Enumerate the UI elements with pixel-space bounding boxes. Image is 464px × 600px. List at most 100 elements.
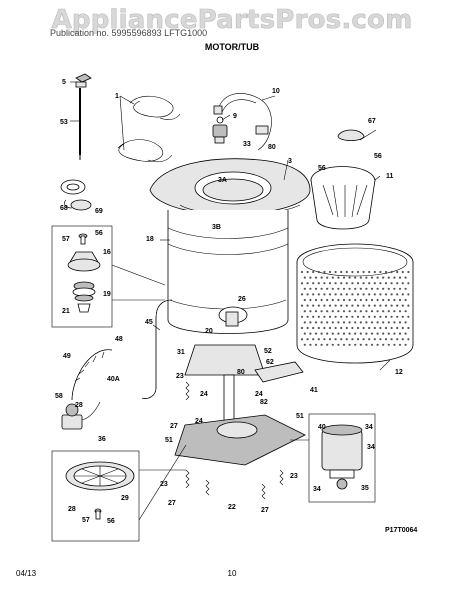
part-10-harness xyxy=(213,93,272,151)
perforation-hole xyxy=(398,332,402,335)
perforation-hole xyxy=(309,343,312,346)
perforation-hole xyxy=(314,287,318,290)
callout-23-c: 23 xyxy=(290,473,298,480)
perforation-hole xyxy=(320,298,323,302)
header-line: Publication no. 5995596893 LFTG1000 xyxy=(50,28,207,38)
perforation-hole xyxy=(401,315,404,318)
perforation-hole xyxy=(348,287,351,290)
callout-1: 1 xyxy=(115,93,119,100)
perforation-hole xyxy=(312,338,315,341)
perforation-hole xyxy=(303,343,306,346)
perforation-hole xyxy=(312,315,315,318)
perforation-hole xyxy=(300,315,304,318)
part-68-69-rings xyxy=(60,179,92,211)
perforation-hole xyxy=(365,343,368,346)
perforation-hole xyxy=(359,343,362,346)
perforation-hole xyxy=(359,276,362,279)
perforation-hole xyxy=(334,315,337,318)
callout-23-b: 23 xyxy=(160,481,168,488)
perforation-hole xyxy=(384,315,388,318)
perforation-hole xyxy=(362,304,365,307)
callout-51-b: 51 xyxy=(296,413,304,420)
perforation-hole xyxy=(368,282,371,285)
inset-agitator-parts xyxy=(51,225,113,328)
perforation-hole xyxy=(368,326,371,330)
perforation-hole xyxy=(328,338,332,341)
watermark-text: AppliancePartsPros.com xyxy=(52,5,413,35)
part-3-tub-cover xyxy=(149,158,311,216)
perforation-hole xyxy=(309,332,312,335)
perforation-hole xyxy=(396,293,399,296)
perforation-hole xyxy=(303,321,306,324)
perforation-hole xyxy=(342,276,346,279)
perforation-hole xyxy=(348,343,351,346)
perforation-hole xyxy=(306,270,309,274)
perforation-hole xyxy=(356,338,360,341)
perforation-hole xyxy=(312,282,315,285)
part-5-knob xyxy=(75,73,92,88)
callout-3B: 3B xyxy=(212,224,221,231)
perforation-hole xyxy=(393,298,396,302)
perforation-hole xyxy=(407,293,410,296)
part-1-fill-hoses xyxy=(117,95,181,163)
perforation-hole xyxy=(331,298,334,302)
perforation-hole xyxy=(376,287,379,290)
perforation-hole xyxy=(362,338,365,341)
perforation-hole xyxy=(356,304,360,307)
perforation-hole xyxy=(328,270,332,274)
perforation-hole xyxy=(356,282,360,285)
callout-80-b: 80 xyxy=(237,369,245,376)
perforation-hole xyxy=(334,304,337,307)
perforation-hole xyxy=(351,293,354,296)
perforation-hole xyxy=(337,310,340,313)
perforation-hole xyxy=(382,298,385,302)
suspension-springs xyxy=(185,381,284,500)
perforation-hole xyxy=(368,293,371,296)
callout-24-c: 24 xyxy=(195,418,203,425)
perforation-hole xyxy=(309,298,312,302)
perforation-hole xyxy=(390,326,393,330)
perforation-hole xyxy=(404,276,407,279)
callout-69: 69 xyxy=(95,208,103,215)
perforation-hole xyxy=(340,326,343,330)
callout-82: 82 xyxy=(260,399,268,406)
part-40A-pump xyxy=(61,401,101,430)
perforation-hole xyxy=(314,310,318,313)
leader-lines xyxy=(70,81,391,521)
perforation-hole xyxy=(326,310,329,313)
callout-3: 3 xyxy=(288,158,292,165)
perforation-hole xyxy=(300,293,304,296)
perforation-hole xyxy=(345,315,348,318)
callout-34-a: 34 xyxy=(365,424,373,431)
perforation-hole xyxy=(370,287,374,290)
callout-26: 26 xyxy=(238,296,246,303)
callout-56-b: 56 xyxy=(374,153,382,160)
perforation-hole xyxy=(376,332,379,335)
perforation-hole xyxy=(323,304,326,307)
part-33-valve xyxy=(212,116,228,144)
callout-24-b: 24 xyxy=(255,391,263,398)
perforation-hole xyxy=(396,304,399,307)
perforation-hole xyxy=(323,338,326,341)
callout-34-c: 34 xyxy=(313,486,321,493)
perforation-hole xyxy=(303,298,306,302)
inset-motor xyxy=(308,413,376,503)
perforation-hole xyxy=(326,321,329,324)
perforation-hole xyxy=(314,343,318,346)
perforation-hole xyxy=(348,298,351,302)
perforation-hole xyxy=(407,270,410,274)
perforation-hole xyxy=(342,321,346,324)
footer-date: 04/13 xyxy=(16,569,37,578)
perforation-hole xyxy=(354,321,357,324)
perforation-hole xyxy=(323,282,326,285)
part-49-drain-hose xyxy=(71,349,113,401)
callout-33: 33 xyxy=(243,141,251,148)
perforation-hole xyxy=(393,332,396,335)
callout-3A: 3A xyxy=(218,177,227,184)
perforation-hole xyxy=(323,270,326,274)
perforation-hole xyxy=(365,310,368,313)
perforation-hole xyxy=(398,321,402,324)
callout-19: 19 xyxy=(103,291,111,298)
perforation-hole xyxy=(345,270,348,274)
perforation-hole xyxy=(340,315,343,318)
